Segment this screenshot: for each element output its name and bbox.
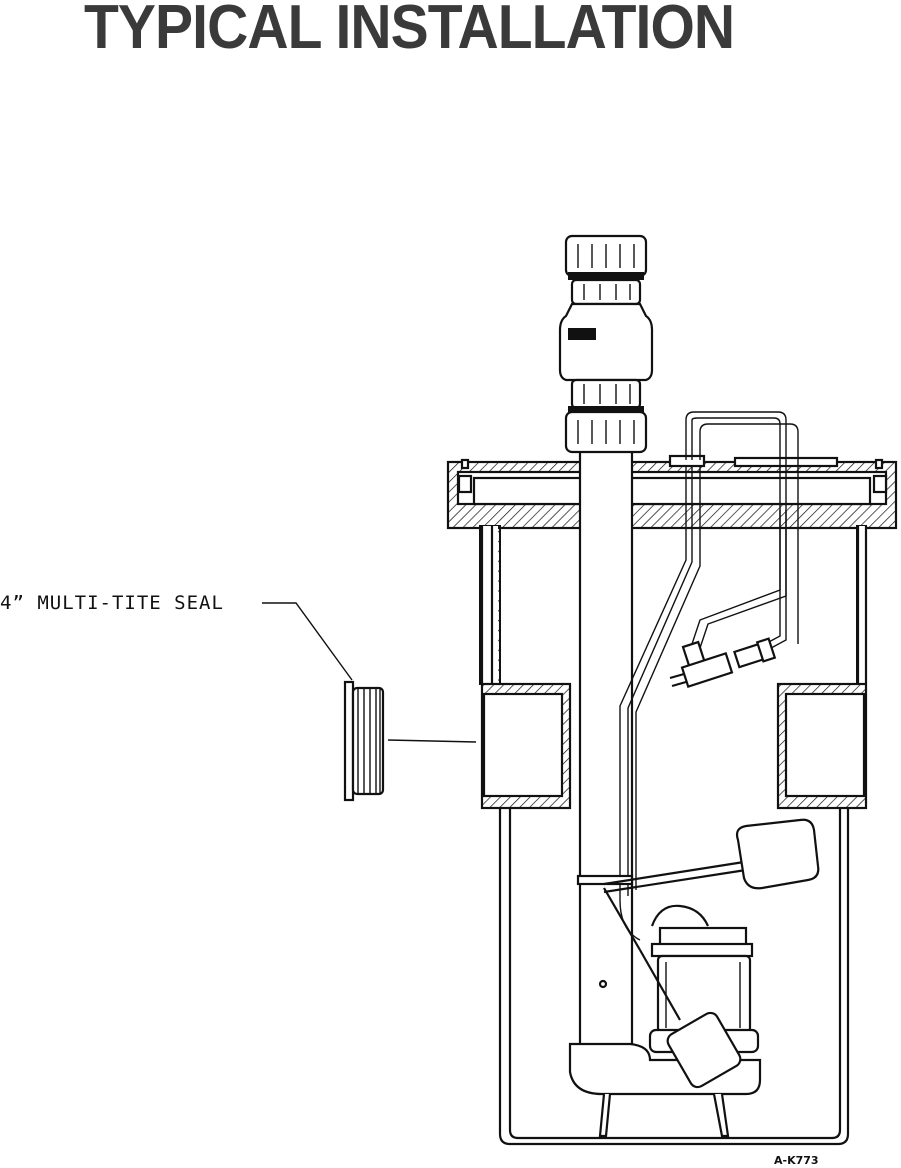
discharge-pipe — [578, 444, 634, 1048]
basin-cover — [446, 454, 898, 530]
seal-callout-label: 4” MULTI-TITE SEAL — [0, 592, 224, 614]
float-switch-icon — [576, 818, 820, 894]
seal-leader-line — [262, 602, 353, 681]
basin-wall-upper — [479, 525, 868, 685]
basin-inlet-hub-right — [776, 682, 868, 810]
power-cord-pump — [619, 411, 799, 941]
piggyback-plug-icon — [669, 637, 777, 689]
check-valve-icon — [558, 234, 654, 454]
seal-inlet-leader-line — [387, 739, 477, 743]
multi-tite-seal-icon — [343, 680, 385, 802]
page-title: TYPICAL INSTALLATION — [84, 0, 735, 62]
basin-inlet-hub-left — [480, 682, 572, 810]
basin-wall-lower — [498, 807, 850, 1146]
sewage-pump-icon — [568, 887, 762, 1138]
drawing-number: A-K773 — [774, 1154, 819, 1167]
